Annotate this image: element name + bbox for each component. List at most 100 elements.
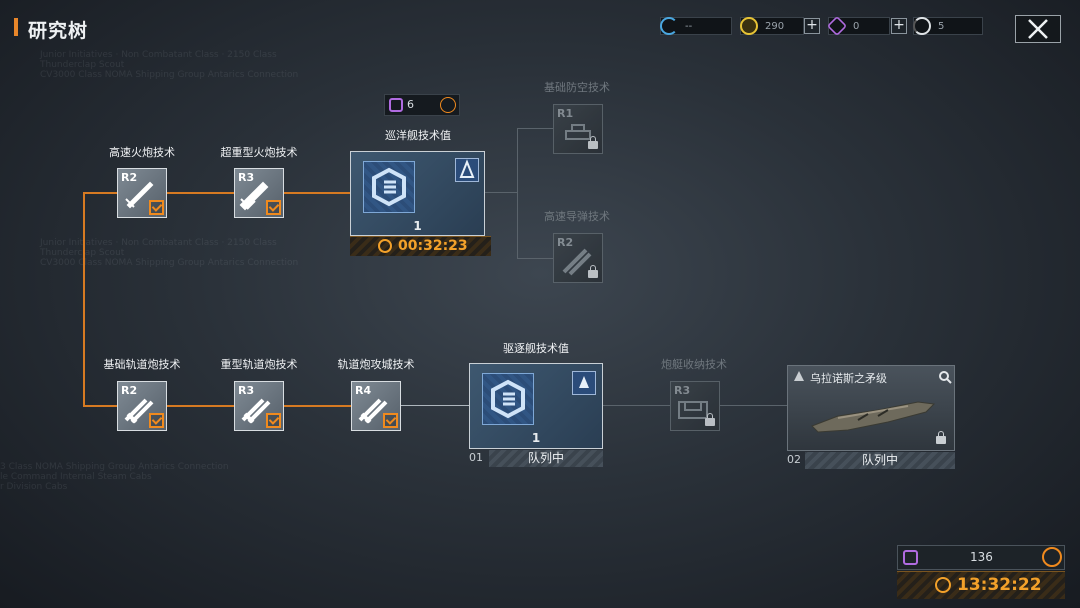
resource-refresh: -- <box>660 17 732 35</box>
ship-rank-icon <box>794 371 804 381</box>
tree-line <box>401 405 469 406</box>
cruiser-class-icon <box>455 158 479 182</box>
cannon-icon <box>125 181 154 209</box>
railgun-icon <box>124 398 154 424</box>
rank-badge: R4 <box>355 384 372 397</box>
close-button[interactable] <box>1015 15 1061 43</box>
tech-node-super-heavy-cannon[interactable]: R3 <box>234 168 284 218</box>
timer-text: 00:32:23 <box>398 238 468 254</box>
node-label: 重型轨道炮技术 <box>220 358 298 371</box>
node-label: 轨道炮攻城技术 <box>337 358 415 371</box>
completed-check-icon <box>383 413 398 428</box>
cannon-icon <box>239 181 269 211</box>
ship-name: 乌拉诺斯之矛级 <box>810 372 887 385</box>
research-timer: 00:32:23 <box>350 236 491 256</box>
destroyer-tech-card[interactable]: 1 <box>469 363 603 449</box>
completed-check-icon <box>266 200 281 215</box>
missile-icon <box>562 248 592 276</box>
tree-line <box>83 192 85 406</box>
gold-coin-icon <box>740 17 758 35</box>
tech-node-high-speed-cannon[interactable]: R2 <box>117 168 167 218</box>
node-label: 高速火炮技术 <box>109 146 175 159</box>
speedup-icon[interactable] <box>440 97 456 113</box>
hangar-icon <box>678 401 708 419</box>
node-label: 超重型火炮技术 <box>220 146 298 159</box>
close-icon <box>1028 19 1048 39</box>
magnify-icon[interactable] <box>938 370 952 384</box>
lock-icon <box>936 431 946 444</box>
clock-icon <box>935 577 951 593</box>
rank-badge: R3 <box>238 384 255 397</box>
completed-check-icon <box>149 413 164 428</box>
rank-badge: R2 <box>557 236 574 249</box>
hexagon-emblem-icon <box>372 167 406 207</box>
turret-icon <box>565 124 591 140</box>
tree-line <box>83 192 117 194</box>
tech-count: 1 <box>413 219 422 233</box>
node-label: 炮艇收纳技术 <box>661 358 727 371</box>
tech-node-missile[interactable]: R2 <box>553 233 603 283</box>
rank-badge: R3 <box>238 171 255 184</box>
timer-text: 13:32:22 <box>957 575 1042 595</box>
node-label: 基础轨道炮技术 <box>103 358 181 371</box>
purple-token-icon <box>389 98 403 112</box>
cost-badge: 6 <box>384 94 460 116</box>
tree-line <box>517 258 553 259</box>
tree-line <box>167 192 234 194</box>
tech-node-heavy-railgun[interactable]: R3 <box>234 381 284 431</box>
tree-line <box>517 128 518 258</box>
speedup-icon[interactable] <box>1042 547 1062 567</box>
purple-token-icon <box>903 550 918 565</box>
completed-check-icon <box>149 200 164 215</box>
queue-status: 队列中 <box>805 452 955 469</box>
queue-status: 队列中 <box>489 450 603 467</box>
hexagon-emblem-icon <box>491 379 525 419</box>
destroyer-class-icon <box>572 371 596 395</box>
lock-icon <box>705 413 715 426</box>
lock-icon <box>588 136 598 149</box>
ship-image <box>811 401 936 433</box>
panel-value: 136 <box>970 550 993 564</box>
completed-check-icon <box>266 413 281 428</box>
tree-line <box>720 405 787 406</box>
page-title: 研究树 <box>28 20 89 42</box>
research-queue-panel: 136 <box>897 545 1065 570</box>
title-accent-bar <box>14 18 18 36</box>
tech-count: 1 <box>531 431 541 445</box>
tech-node-basic-railgun[interactable]: R2 <box>117 381 167 431</box>
rank-badge: R3 <box>674 384 691 397</box>
add-gold-button[interactable]: + <box>804 18 820 34</box>
node-label: 巡洋舰技术值 <box>385 129 451 142</box>
tree-line <box>83 405 117 407</box>
tree-line <box>167 405 234 407</box>
tree-line <box>485 192 517 193</box>
background-decor-text: 3 Class NOMA Shipping Group Antarics Con… <box>0 462 229 492</box>
queue-slot-id: 01 <box>469 451 483 464</box>
blueprint-icon <box>913 17 931 35</box>
rank-badge: R2 <box>121 384 138 397</box>
queue-slot-id: 02 <box>787 453 801 466</box>
refresh-currency-icon <box>660 17 678 35</box>
node-label: 驱逐舰技术值 <box>503 342 569 355</box>
tree-line <box>284 192 351 194</box>
rank-badge: R1 <box>557 107 574 120</box>
tech-node-anti-air[interactable]: R1 <box>553 104 603 154</box>
railgun-icon <box>241 398 271 424</box>
cruiser-tech-card[interactable]: 1 <box>350 151 485 236</box>
tree-line <box>517 128 553 129</box>
background-decor-text: Junior Initiatives · Non Combatant Class… <box>40 50 299 80</box>
add-purple-button[interactable]: + <box>891 18 907 34</box>
rank-badge: R2 <box>121 171 138 184</box>
tech-value-icon <box>363 161 415 213</box>
node-label: 高速导弹技术 <box>544 210 610 223</box>
tree-line <box>602 405 670 406</box>
tech-value-icon <box>482 373 534 425</box>
lock-icon <box>588 265 598 278</box>
clock-icon <box>378 239 392 253</box>
ship-card[interactable]: 乌拉诺斯之矛级 <box>787 365 955 451</box>
cost-value: 6 <box>407 98 414 111</box>
tech-node-gunboat-storage[interactable]: R3 <box>670 381 720 431</box>
resource-purple: 0 <box>828 17 890 35</box>
node-label: 基础防空技术 <box>544 81 610 94</box>
tech-node-siege-railgun[interactable]: R4 <box>351 381 401 431</box>
